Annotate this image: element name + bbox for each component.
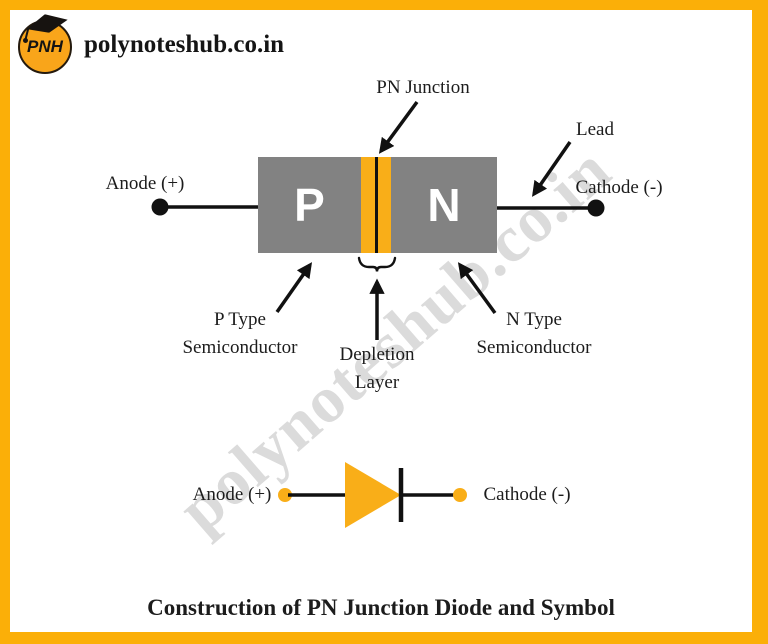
symbol-anode-label: Anode (+) bbox=[192, 484, 272, 505]
cathode-label: Cathode (-) bbox=[575, 177, 663, 198]
anode-label: Anode (+) bbox=[105, 173, 185, 194]
p-type-label-line2: Semiconductor bbox=[182, 337, 298, 358]
figure-caption: Construction of PN Junction Diode and Sy… bbox=[147, 595, 615, 620]
diode-body: P N bbox=[258, 157, 497, 253]
depletion-label-line1: Depletion bbox=[339, 344, 415, 365]
pn-junction-line bbox=[374, 157, 378, 253]
depletion-label-line2: Layer bbox=[354, 372, 400, 393]
p-type-label: P Type Semiconductor bbox=[182, 306, 297, 362]
p-type-arrow bbox=[275, 262, 313, 314]
anode-terminal-dot bbox=[151, 198, 169, 216]
site-name: polynoteshub.co.in bbox=[84, 31, 285, 58]
diagram-canvas: polynoteshub.co.in PNH polynoteshub.co.i… bbox=[10, 10, 752, 632]
n-region: N bbox=[427, 179, 461, 231]
depletion-layer-label: Depletion Layer bbox=[340, 341, 415, 397]
logo-initials: PNH bbox=[27, 37, 63, 56]
graduation-cap-tassel-knob bbox=[23, 38, 28, 43]
symbol-cathode-label: Cathode (-) bbox=[483, 484, 571, 505]
n-type-label-line2: Semiconductor bbox=[476, 337, 592, 358]
n-type-label: N Type Semiconductor bbox=[476, 306, 591, 362]
symbol-cathode-dot bbox=[453, 488, 467, 502]
p-region: P bbox=[294, 179, 325, 231]
p-type-label-line1: P Type bbox=[214, 309, 266, 330]
symbol-triangle bbox=[345, 462, 401, 528]
depletion-brace bbox=[357, 256, 397, 272]
lead-label: Lead bbox=[576, 119, 614, 140]
brand-logo: PNH bbox=[18, 20, 72, 74]
pn-junction-arrow bbox=[378, 100, 419, 154]
n-type-label-line1: N Type bbox=[506, 309, 562, 330]
pn-junction-label: PN Junction bbox=[376, 77, 470, 98]
